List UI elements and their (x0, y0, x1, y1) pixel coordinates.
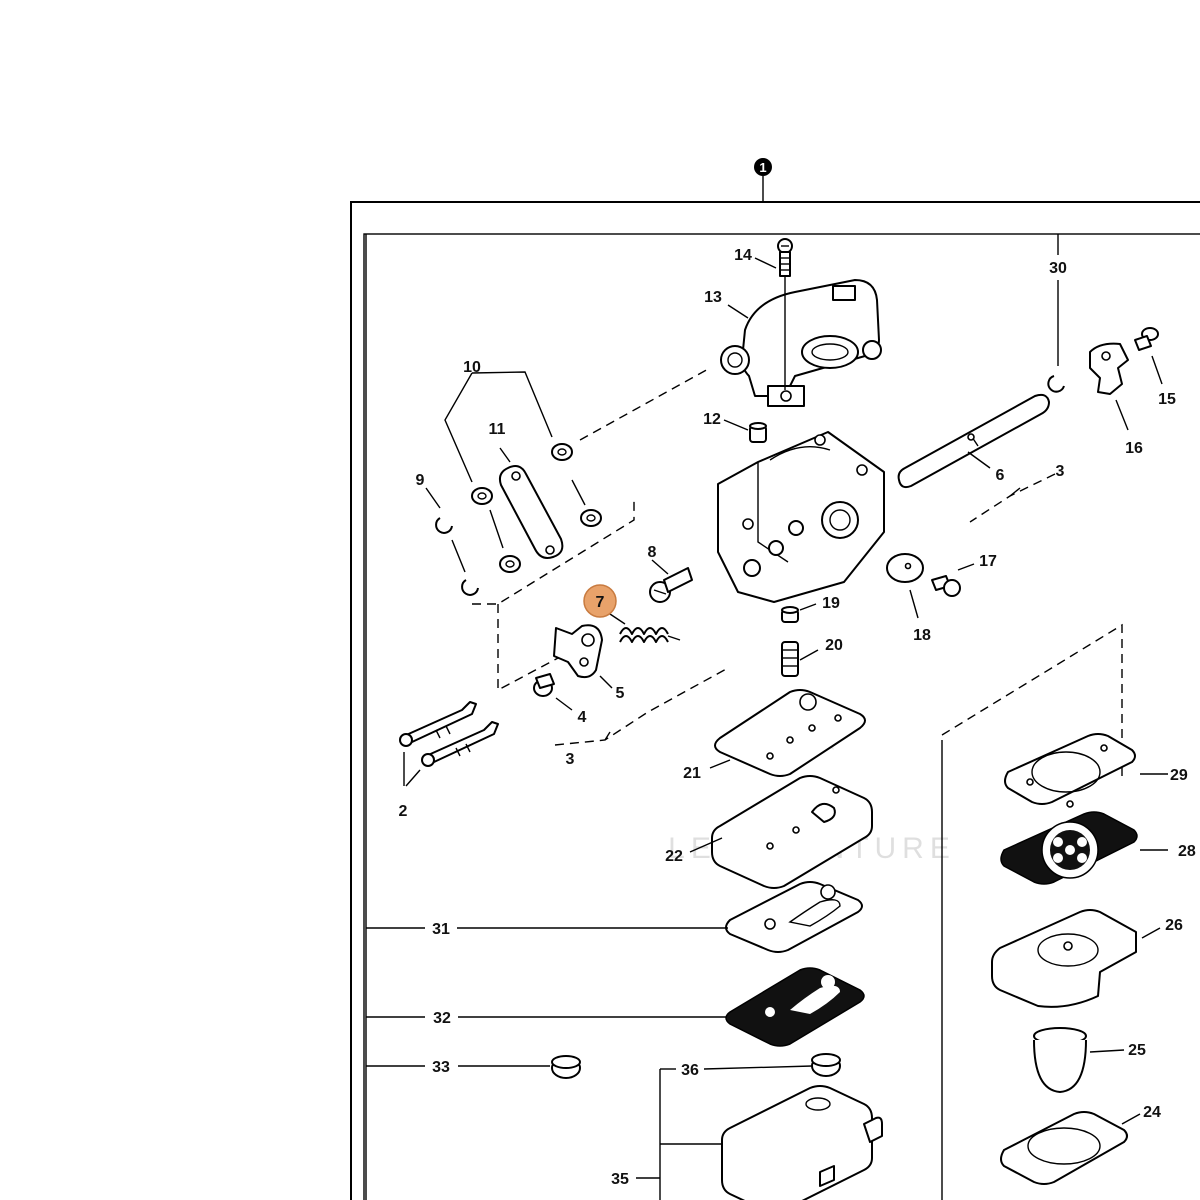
svg-text:1: 1 (759, 160, 766, 175)
callout-28: 28 (1178, 843, 1196, 860)
screw-17[interactable] (931, 575, 961, 597)
diaphragm-32[interactable] (725, 967, 865, 1047)
callout-19: 19 (822, 595, 840, 612)
gasket-31[interactable] (725, 881, 863, 953)
callout-11: 11 (489, 421, 506, 438)
callout-8: 8 (648, 544, 657, 561)
housing-13[interactable] (720, 276, 882, 407)
bracket-16[interactable] (1089, 342, 1129, 395)
pump-cover-35[interactable] (721, 1085, 883, 1200)
callout-15: 15 (1158, 391, 1176, 408)
callout-14: 14 (734, 247, 752, 264)
callout-10: 10 (463, 359, 481, 376)
callout-12: 12 (703, 411, 721, 428)
plate-24[interactable] (1000, 1111, 1128, 1185)
callout-13: 13 (704, 289, 722, 306)
callout-4: 4 (578, 709, 587, 726)
callout-25: 25 (1128, 1042, 1146, 1059)
callout-22: 22 (665, 848, 683, 865)
callout-18: 18 (913, 627, 931, 644)
clips-9[interactable] (435, 517, 479, 596)
diaphragm-28[interactable] (1000, 811, 1138, 885)
callout-31: 31 (432, 921, 450, 938)
disc-18[interactable] (886, 553, 924, 583)
plug-12[interactable] (749, 422, 767, 443)
callout-16: 16 (1125, 440, 1143, 457)
lever-5[interactable] (553, 624, 603, 679)
screw-8[interactable] (649, 567, 693, 603)
callout-labels: 2 3 3 4 5 6 8 9 10 11 12 13 14 15 16 17 … (399, 247, 1196, 1188)
gasket-29[interactable] (1004, 733, 1136, 808)
screw-15[interactable] (1134, 327, 1159, 351)
washers-10[interactable] (471, 443, 602, 573)
clip-30[interactable] (1047, 375, 1065, 393)
callout-29: 29 (1170, 767, 1188, 784)
spring-7[interactable] (619, 627, 681, 643)
filter-36[interactable] (811, 1053, 841, 1077)
filter-33[interactable] (551, 1055, 581, 1079)
screw-4[interactable] (533, 673, 555, 697)
plate-22[interactable] (711, 775, 873, 889)
gasket-21[interactable] (714, 689, 866, 777)
callout-35: 35 (611, 1171, 629, 1188)
metering-cover-26[interactable] (991, 909, 1137, 1008)
callout-9: 9 (416, 472, 425, 489)
shaft-6[interactable] (897, 393, 1050, 489)
outer-frame (350, 201, 1200, 1200)
needles-2[interactable] (399, 701, 499, 767)
lever-11[interactable] (498, 465, 564, 559)
callout-30: 30 (1049, 260, 1067, 277)
primer-bulb-25[interactable] (1033, 1027, 1087, 1093)
callout-33: 33 (432, 1059, 450, 1076)
callout-26: 26 (1165, 917, 1183, 934)
callout-6: 6 (996, 467, 1005, 484)
callout-3: 3 (566, 751, 575, 768)
callout-20: 20 (825, 637, 843, 654)
callout-2: 2 (399, 803, 408, 820)
callout-17: 17 (979, 553, 997, 570)
callout-36: 36 (681, 1062, 699, 1079)
screw-14[interactable] (777, 238, 793, 277)
callout-5: 5 (616, 685, 625, 702)
plug-19[interactable] (781, 606, 799, 623)
callout-24: 24 (1143, 1104, 1161, 1121)
callout-3: 3 (1056, 463, 1065, 480)
callout-32: 32 (433, 1010, 451, 1027)
svg-text:7: 7 (596, 594, 605, 611)
callout-21: 21 (683, 765, 701, 782)
highlight-marker-7[interactable]: 7 (583, 584, 617, 618)
spring-20[interactable] (781, 641, 799, 677)
carburetor-body[interactable] (717, 431, 885, 603)
inner-frame (363, 233, 1200, 1200)
assembly-marker[interactable]: 1 (754, 158, 772, 176)
